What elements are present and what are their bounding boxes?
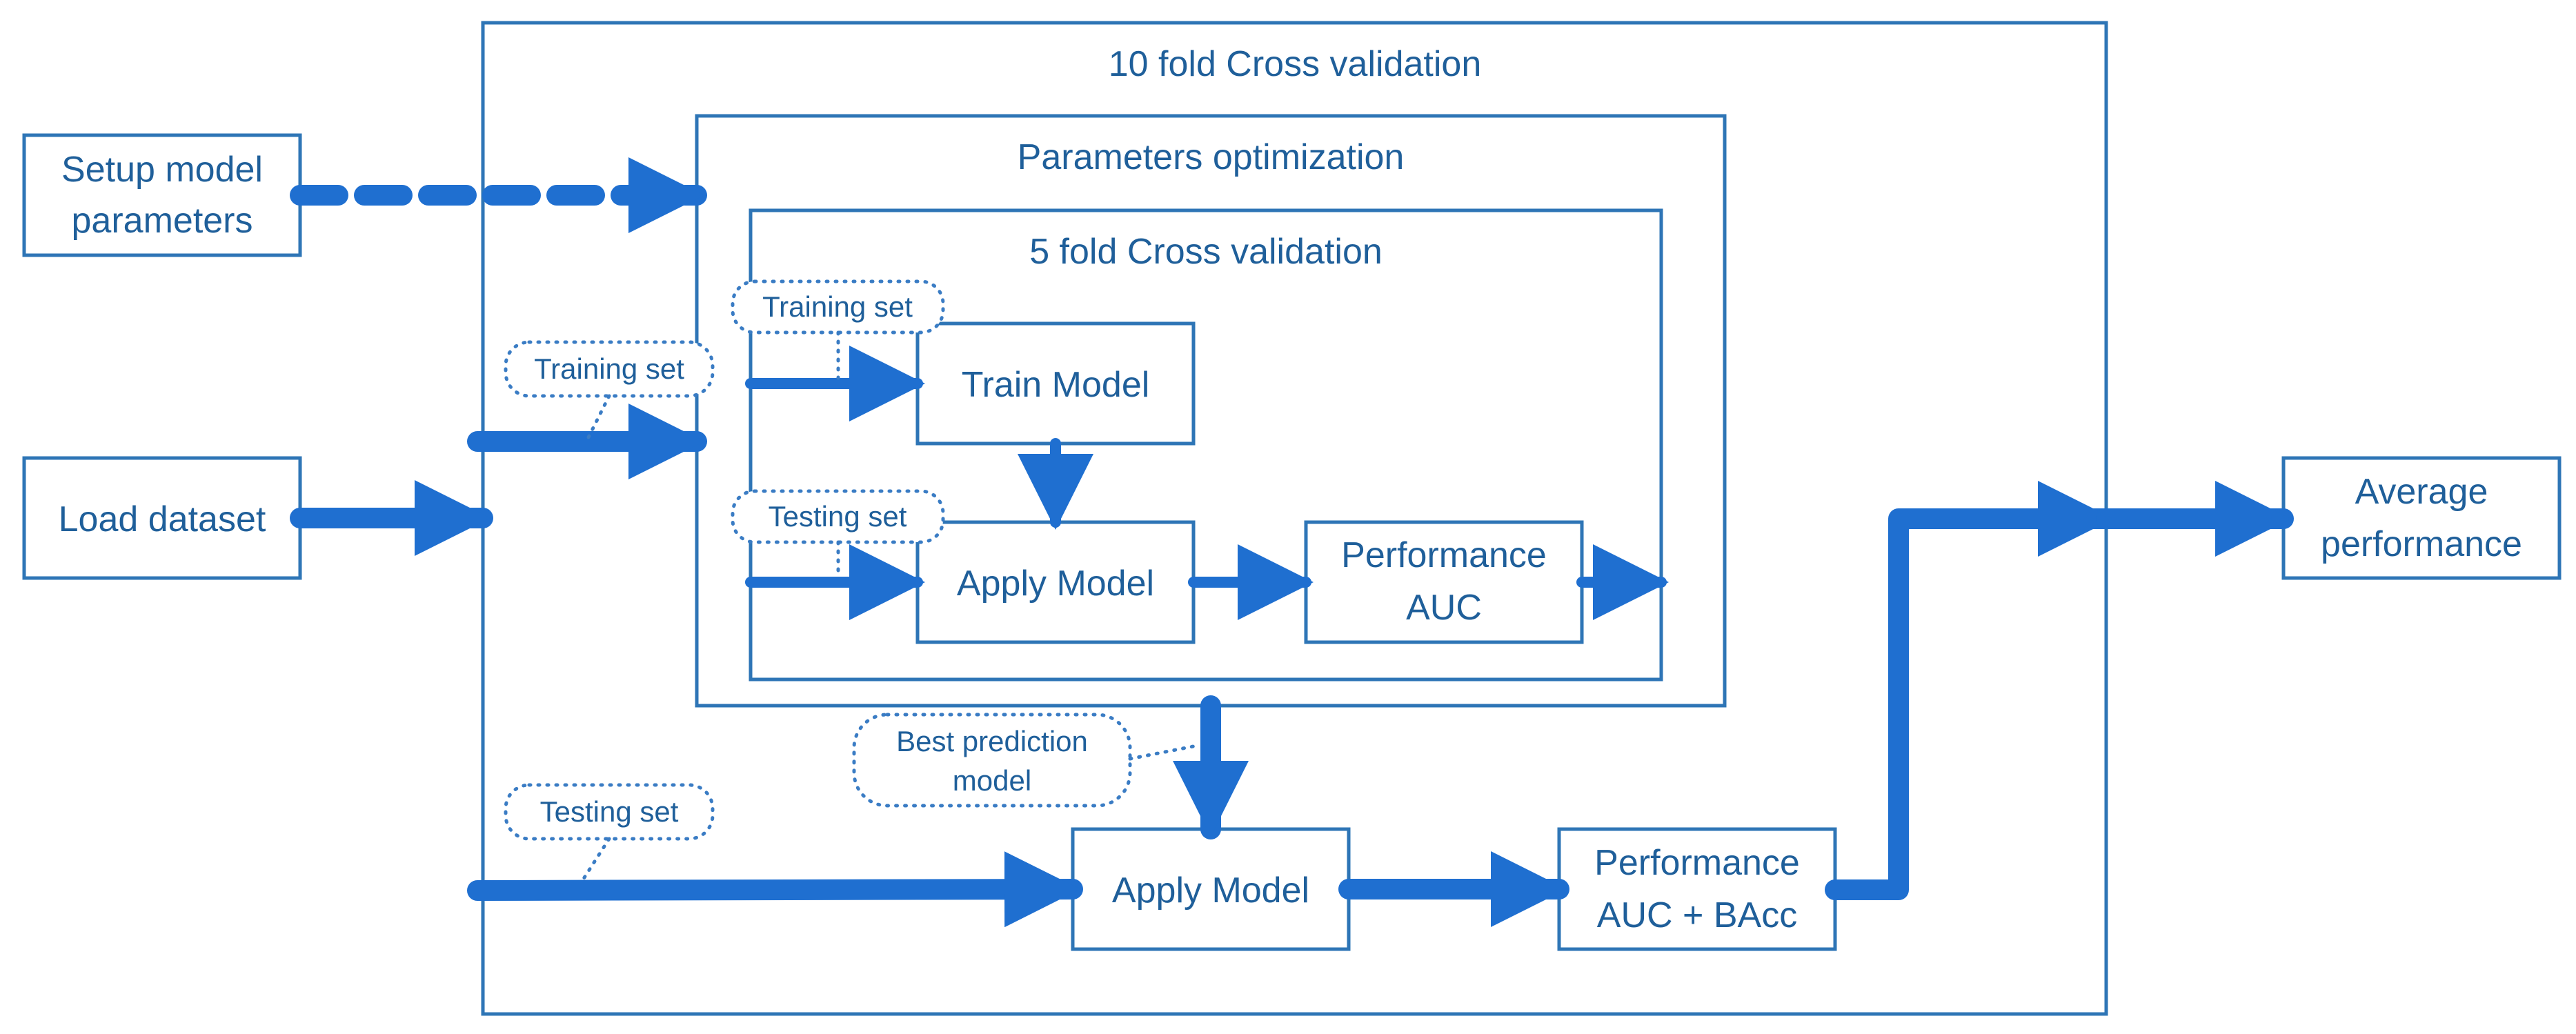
- train-model-box: [915, 321, 1196, 446]
- best-prediction-leader: [1128, 743, 1202, 761]
- performance-auc-bacc-label-line1: Performance: [1594, 843, 1800, 883]
- train-model-label: Train Model: [962, 365, 1150, 405]
- apply-model-inner-label: Apply Model: [957, 564, 1154, 604]
- inner-cv-container: [749, 208, 1663, 682]
- performance-auc-label-line1: Performance: [1341, 535, 1547, 575]
- performance-auc-bacc-label-line2: AUC + BAcc: [1597, 895, 1797, 935]
- load-dataset-label: Load dataset: [59, 499, 266, 539]
- average-performance-label-line2: performance: [2321, 524, 2522, 564]
- testing-set-outer-label: Testing set: [540, 795, 679, 828]
- setup-model-parameters-box: [22, 133, 302, 257]
- setup-model-label-line2: parameters: [72, 201, 253, 241]
- training-set-inner-label: Training set: [762, 290, 913, 323]
- load-dataset-box: [22, 456, 302, 580]
- testing-set-inner-label: Testing set: [769, 500, 907, 533]
- parameter-optimization-title: Parameters optimization: [1018, 137, 1405, 177]
- setup-model-label-line1: Setup model: [61, 150, 263, 190]
- apply-model-outer-label: Apply Model: [1112, 871, 1309, 911]
- testing-set-outer-callout: [504, 783, 715, 841]
- average-performance-label-line1: Average: [2355, 472, 2488, 512]
- performance-auc-label-line2: AUC: [1406, 588, 1482, 628]
- training-set-outer-callout: [504, 340, 715, 398]
- best-prediction-label-line1: Best prediction: [896, 725, 1088, 757]
- testing-set-outer-arrow: [467, 851, 1083, 928]
- training-set-outer-label: Training set: [534, 352, 684, 385]
- training-set-outer-leader: [586, 394, 611, 441]
- performance-bacc-out-arrow: [1825, 481, 2117, 900]
- average-performance-box: [2281, 456, 2562, 580]
- best-prediction-label-line2: model: [953, 764, 1031, 797]
- best-prediction-model-callout: [852, 713, 1132, 808]
- testing-set-outer-leader: [579, 837, 611, 885]
- inner-cv-title: 5 fold Cross validation: [1029, 232, 1383, 272]
- outer-cv-title: 10 fold Cross validation: [1109, 44, 1482, 84]
